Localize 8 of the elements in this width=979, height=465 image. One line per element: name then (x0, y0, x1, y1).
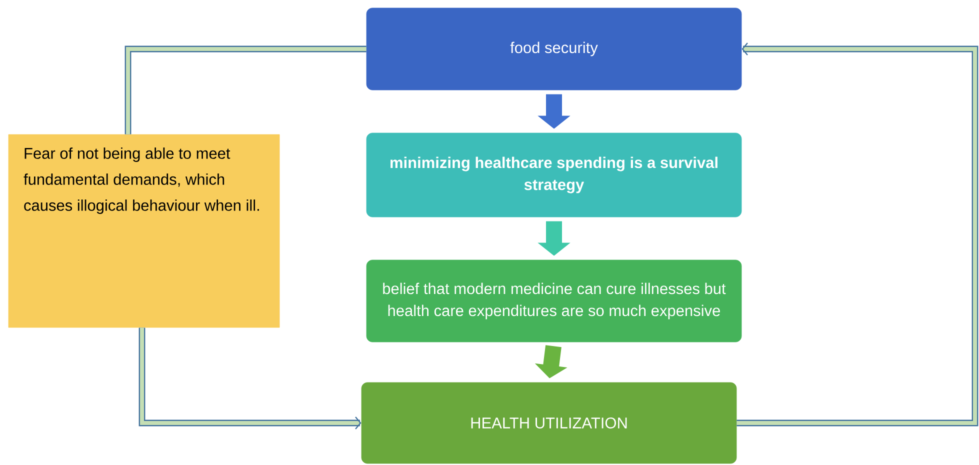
process-box: food security (366, 8, 742, 90)
connector-arrow (736, 42, 978, 426)
process-box: belief that modern medicine can cure illnesses but health care expenditures are so much expensive (366, 260, 742, 342)
connector-arrow (138, 328, 362, 430)
process-box: HEALTH UTILIZATION (361, 382, 737, 464)
note-box: Fear of not being able to meet fundamental demands, which causes illogical behaviour when ill. (8, 134, 280, 328)
connector-line (124, 46, 366, 134)
process-box: minimizing healthcare spending is a survival strategy (366, 132, 742, 218)
